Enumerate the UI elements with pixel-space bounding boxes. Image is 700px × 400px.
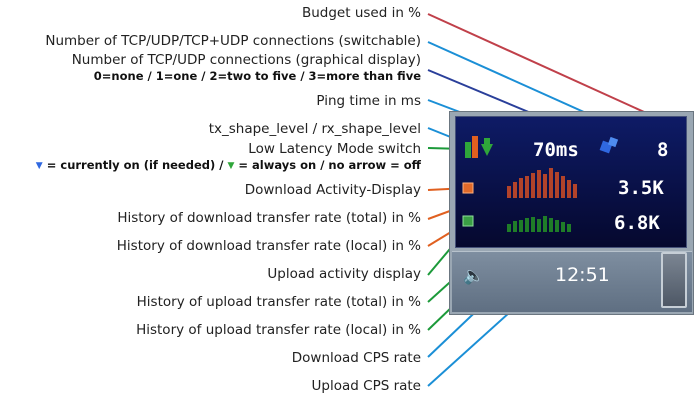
download-history-bars [507, 168, 577, 198]
label-download-cps: Download CPS rate [291, 350, 421, 366]
upload-rate: 6.8K [614, 212, 660, 234]
taskbar [452, 251, 692, 312]
taskbar-clock[interactable]: 12:51 [555, 264, 610, 286]
label-download-activity: Download Activity-Display [244, 182, 421, 198]
label-connections-graphical: Number of TCP/UDP connections (graphical… [71, 52, 421, 68]
label-upload-activity: Upload activity display [267, 266, 421, 282]
connections-icon [599, 136, 619, 154]
green-down-arrow-icon: ▼ [227, 161, 235, 171]
connections-count: 8 [657, 139, 669, 161]
label-download-hist-total: History of download transfer rate (total… [117, 210, 421, 226]
download-rate: 3.5K [618, 177, 664, 199]
label-upload-hist-total: History of upload transfer rate (total) … [136, 294, 421, 310]
blue-down-arrow-icon: ▼ [35, 161, 43, 171]
label-connections-legend: 0=none / 1=one / 2=two to five / 3=more … [93, 69, 421, 83]
low-latency-arrow-icon [481, 138, 493, 156]
upload-activity-indicator [462, 215, 474, 227]
label-ping: Ping time in ms [316, 93, 421, 109]
shape-level-icon [465, 136, 478, 158]
ping-value: 70ms [533, 139, 579, 161]
upload-history-bars [507, 216, 571, 232]
label-upload-hist-local: History of upload transfer rate (local) … [136, 322, 421, 338]
label-shape-level: tx_shape_level / rx_shape_level [208, 121, 421, 137]
label-connections-switchable: Number of TCP/UDP/TCP+UDP connections (s… [45, 33, 421, 49]
scroll-button[interactable] [661, 252, 687, 308]
widget-graphics [462, 136, 619, 232]
label-low-latency-legend: ▼ = currently on (if needed) / ▼ = alway… [36, 157, 421, 174]
label-upload-cps: Upload CPS rate [311, 378, 421, 394]
low-latency-legend-b: = always on / no arrow = off [238, 158, 421, 172]
low-latency-legend-a: = currently on (if needed) / [46, 158, 224, 172]
label-low-latency: Low Latency Mode switch [248, 141, 421, 157]
label-download-hist-local: History of download transfer rate (local… [116, 238, 421, 254]
label-budget: Budget used in % [301, 5, 421, 21]
download-activity-indicator [462, 182, 474, 194]
speaker-icon[interactable]: 🔈 [463, 266, 485, 286]
